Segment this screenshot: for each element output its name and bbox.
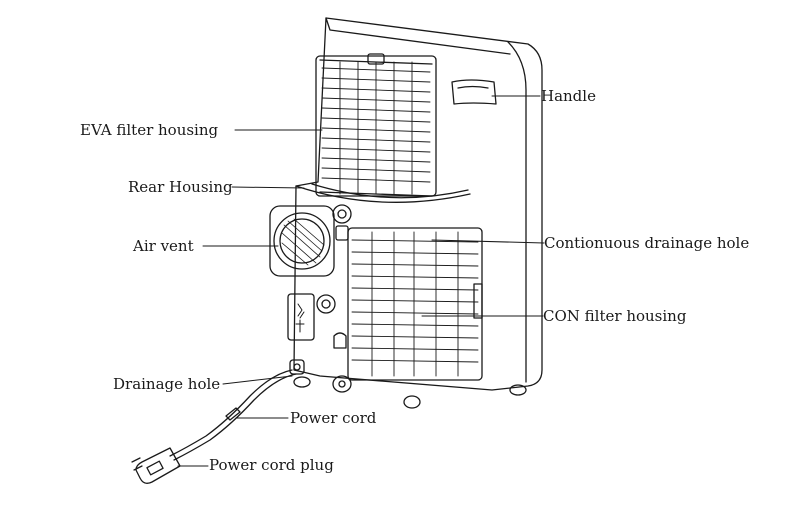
leader-rear-housing <box>231 186 305 189</box>
eva-grille-lines <box>321 61 431 195</box>
label-drainage-hole: Drainage hole <box>113 375 221 393</box>
leader-drainage-hole <box>222 375 293 385</box>
con-filter-housing <box>347 227 483 381</box>
air-vent <box>269 205 335 277</box>
power-cord-plug <box>131 447 181 484</box>
label-handle: Handle <box>541 87 596 105</box>
label-rear-housing: Rear Housing <box>128 178 233 196</box>
label-eva-filter-housing: EVA filter housing <box>80 121 219 139</box>
label-air-vent: Air vent <box>133 237 194 255</box>
label-con-filter-housing: CON filter housing <box>543 307 687 325</box>
handle <box>451 79 497 105</box>
unit-body <box>293 17 543 391</box>
control-panel <box>287 293 347 349</box>
wheels <box>293 375 527 409</box>
label-power-cord-plug: Power cord plug <box>209 456 334 474</box>
label-power-cord: Power cord <box>290 409 377 427</box>
leader-continuous-drainage-hole <box>431 239 545 244</box>
leader-lines <box>177 95 545 467</box>
continuous-drainage-hole <box>332 204 352 241</box>
drainage-hole <box>289 359 305 375</box>
label-continuous-drainage-hole: Contionuous drainage hole <box>544 234 750 252</box>
eva-filter-housing <box>315 53 437 197</box>
